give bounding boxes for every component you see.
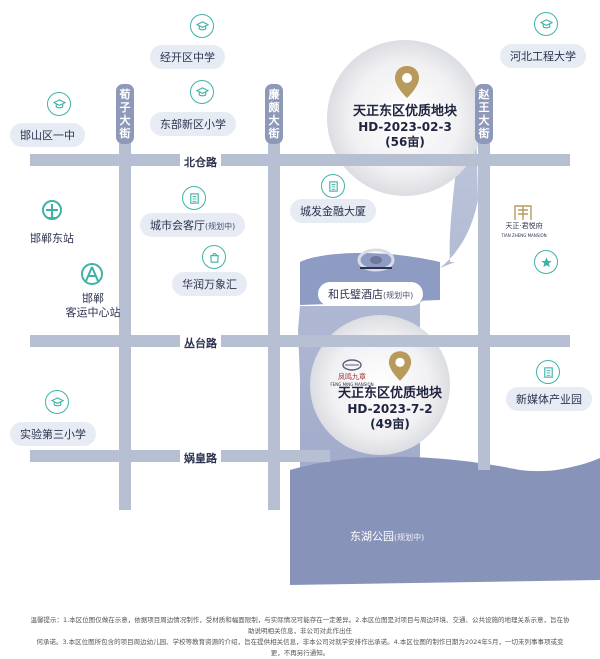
train-station-icon xyxy=(40,198,64,222)
building-icon xyxy=(182,186,206,210)
disclaimer-line-1: 温馨提示：1.本区位图仅做在示意，依据项目周边情况制作，受材质和幅面限制，与实际… xyxy=(30,616,570,635)
lake-bottom xyxy=(290,456,600,585)
building-icon xyxy=(536,360,560,384)
bus-station-icon xyxy=(80,262,104,286)
poi-jingkai-middle[interactable]: 经开区中学 xyxy=(150,45,225,69)
bus-center-line1: 邯郸 xyxy=(82,292,104,305)
poi-heshibi-hotel[interactable]: 和氏璧酒店(规划中) xyxy=(318,282,424,306)
road-congtai xyxy=(30,335,570,347)
road-label-congtai: 丛台路 xyxy=(180,334,221,352)
hotel-logo-icon xyxy=(356,240,396,272)
tianzheng-brand-sub: TIAN ZHENG MANSION xyxy=(501,233,547,238)
poi-dongbu-primary[interactable]: 东部新区小学 xyxy=(150,112,236,136)
tianzheng-logo-icon xyxy=(512,202,534,222)
target-1[interactable]: 天正东区优质地块 HD-2023-02-3 (56亩) xyxy=(335,104,475,150)
road-label-wahuang: 娲皇路 xyxy=(180,449,221,467)
target-1-title: 天正东区优质地块 xyxy=(352,104,457,119)
bus-center-line2: 客运中心站 xyxy=(65,306,121,319)
school-icon xyxy=(45,390,69,414)
road-label-beicang: 北仓路 xyxy=(180,153,221,171)
city-hall-note: (规划中) xyxy=(205,222,236,231)
poi-handan-middle[interactable]: 邯山区一中 xyxy=(10,123,85,147)
poi-experiment-primary[interactable]: 实验第三小学 xyxy=(10,422,96,446)
poi-handan-east-station[interactable]: 邯郸东站 xyxy=(30,232,74,245)
target-2-title: 天正东区优质地块 xyxy=(337,386,442,401)
poi-chengfa-tower[interactable]: 城发金融大厦 xyxy=(290,199,376,223)
target-location-icon xyxy=(388,350,412,382)
building-icon xyxy=(321,174,345,198)
poi-donghu-park[interactable]: 东湖公园(规划中) xyxy=(340,524,434,548)
donghu-park-name: 东湖公园 xyxy=(350,530,394,543)
disclaimer: 温馨提示：1.本区位图仅做在示意，依据项目周边情况制作，受材质和幅面限制，与实际… xyxy=(30,615,570,659)
heshibi-note: (规划中) xyxy=(383,291,414,300)
city-hall-name: 城市会客厅 xyxy=(150,219,205,232)
road-label-zhaowang: 赵王大街 xyxy=(475,84,493,144)
star-icon xyxy=(534,250,558,274)
target-2-area: (49亩) xyxy=(370,417,410,431)
school-icon xyxy=(190,80,214,104)
target-2[interactable]: 天正东区优质地块 HD-2023-7-2 (49亩) xyxy=(320,386,460,432)
target-1-area: (56亩) xyxy=(385,135,425,149)
road-beicang xyxy=(30,154,570,166)
heshibi-name: 和氏璧酒店 xyxy=(328,288,383,301)
poi-hebei-eng[interactable]: 河北工程大学 xyxy=(500,44,586,68)
road-xunzi xyxy=(119,90,131,510)
road-label-xunzi: 荀子大街 xyxy=(116,84,134,144)
target-1-code: HD-2023-02-3 xyxy=(358,120,452,134)
target-glow-2 xyxy=(310,315,450,455)
road-zhaowang xyxy=(478,90,490,470)
fengming-logo-icon xyxy=(341,357,363,371)
poi-huarun[interactable]: 华润万象汇 xyxy=(172,272,247,296)
tianzheng-brand: 天正·君悦府 TIAN ZHENG MANSION xyxy=(498,222,550,240)
target-location-icon xyxy=(394,65,420,99)
fengming-brand-name: 凤鸣九章 xyxy=(338,373,366,381)
road-lianpo xyxy=(268,90,280,510)
fengming-brand: 凤鸣九章 FENG MING MANSION xyxy=(326,373,378,389)
fengming-brand-sub: FENG MING MANSION xyxy=(330,382,374,387)
poi-bus-center[interactable]: 邯郸 客运中心站 xyxy=(58,292,128,320)
donghu-park-note: (规划中) xyxy=(394,533,425,542)
school-icon xyxy=(534,12,558,36)
school-icon xyxy=(190,14,214,38)
poi-city-hall[interactable]: 城市会客厅(规划中) xyxy=(140,213,246,237)
tianzheng-brand-name: 天正·君悦府 xyxy=(505,222,543,230)
disclaimer-line-2: 何承诺。3.本区位图所包含的项目周边幼儿园、学校等教育资源的介绍，旨在提供相关信… xyxy=(36,638,564,657)
target-2-code: HD-2023-7-2 xyxy=(347,402,433,416)
shopping-bag-icon xyxy=(202,245,226,269)
poi-new-media[interactable]: 新媒体产业园 xyxy=(506,387,592,411)
school-icon xyxy=(47,92,71,116)
road-label-lianpo: 廉颇大街 xyxy=(265,84,283,144)
